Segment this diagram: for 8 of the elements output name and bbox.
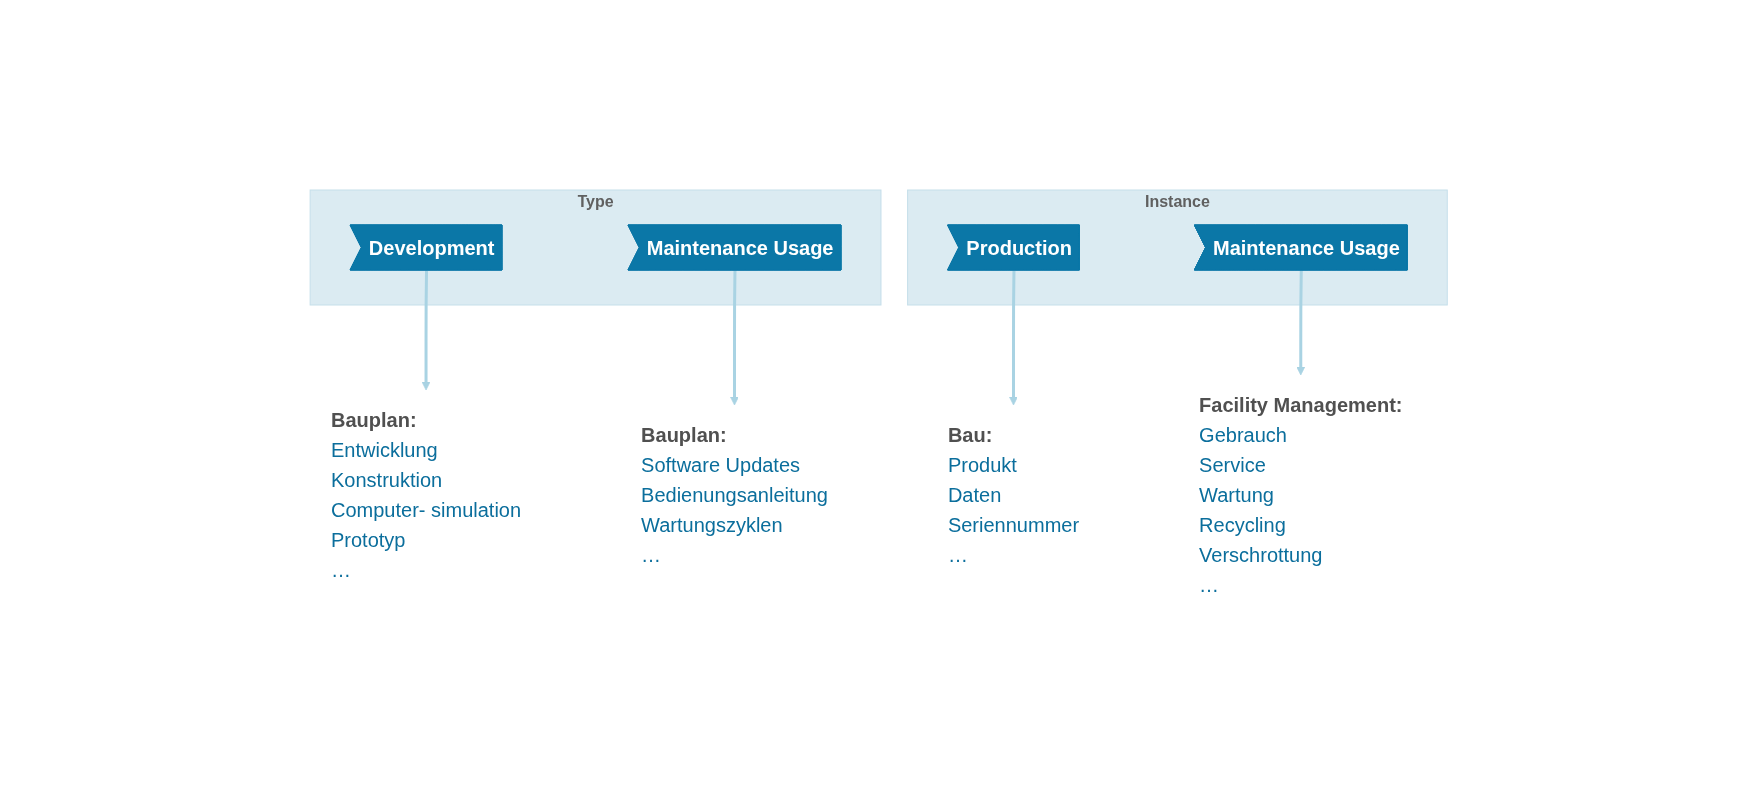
node-text: Bau: Produkt Daten Seriennummer … — [948, 423, 1080, 566]
arrow — [1009, 269, 1019, 405]
node-text: Bauplan: Entwicklung Konstruktion Computer- simulation Prototyp … — [331, 408, 522, 581]
node-text: Bauplan: Software Updates Bedienungsanleitung Wartungszyklen … — [641, 423, 829, 566]
node-text: Facility Management: Gebrauch Service Wartung Recycling Verschrottung … — [1199, 393, 1403, 596]
arrow — [730, 269, 740, 405]
arrow — [422, 269, 431, 390]
arrow — [1296, 269, 1306, 375]
